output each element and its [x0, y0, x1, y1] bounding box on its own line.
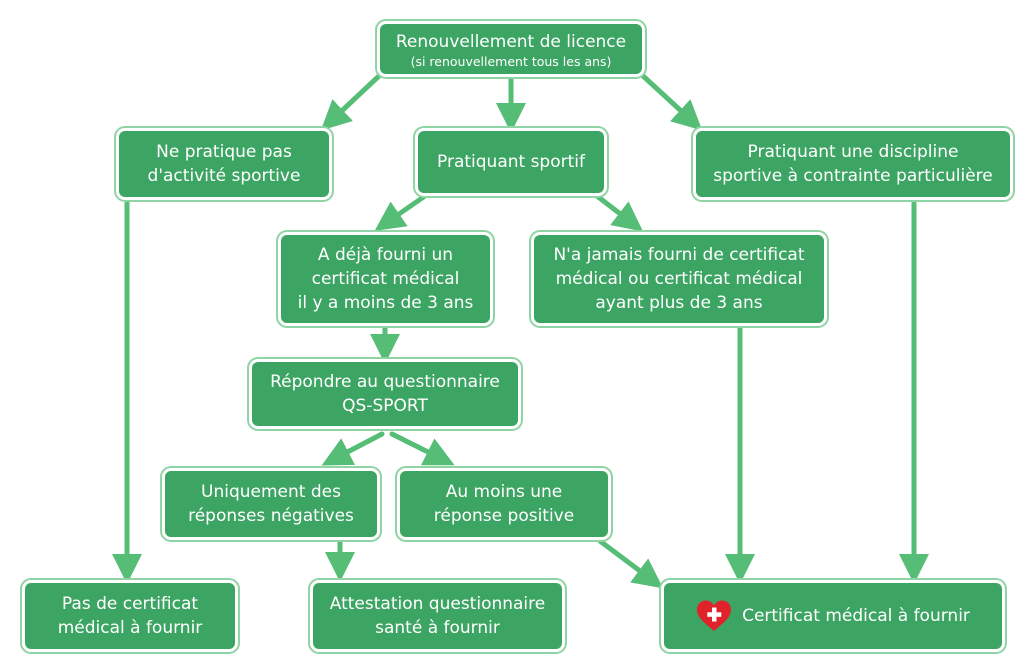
- node-reponses-negatives: Uniquement des réponses négatives: [165, 471, 377, 537]
- certificat-label: Certificat médical à fournir: [742, 606, 970, 626]
- jamais-fourni-line2: médical ou certificat médical: [555, 269, 803, 289]
- deja-fourni-line1: A déjà fourni un: [317, 245, 454, 265]
- arrow-questionnaire-to-reponse-positive: [389, 431, 455, 466]
- attestation-line2: santé à fournir: [375, 618, 500, 638]
- node-jamais-fourni-certificat: N'a jamais fourni de certificat médical …: [534, 235, 824, 323]
- discipline-contrainte-line2: sportive à contrainte particulière: [713, 166, 993, 186]
- node-questionnaire-qs-sport: Répondre au questionnaire QS-SPORT: [252, 362, 518, 426]
- renouvellement-title: Renouvellement de licence: [395, 31, 627, 52]
- arrow-renouvellement-to-ne-pratique-pas: [320, 72, 383, 131]
- arrow-renouvellement-to-discipline-contrainte: [639, 72, 703, 131]
- node-ne-pratique-pas: Ne pratique pas d'activité sportive: [119, 131, 329, 197]
- reponse-positive-line1: Au moins une: [445, 482, 563, 502]
- node-discipline-contrainte: Pratiquant une discipline sportive à con…: [696, 131, 1010, 197]
- node-pas-de-certificat: Pas de certificat médical à fournir: [25, 583, 235, 649]
- attestation-line1: Attestation questionnaire: [329, 594, 546, 614]
- node-attestation-questionnaire: Attestation questionnaire santé à fourni…: [313, 583, 562, 649]
- ne-pratique-pas-line2: d'activité sportive: [147, 166, 301, 186]
- node-deja-fourni-certificat: A déjà fourni un certificat médical il y…: [281, 235, 490, 323]
- discipline-contrainte-line1: Pratiquant une discipline: [747, 142, 959, 162]
- ne-pratique-pas-line1: Ne pratique pas: [156, 142, 292, 162]
- renouvellement-subtitle: (si renouvellement tous les ans): [410, 53, 612, 69]
- node-reponse-positive: Au moins une réponse positive: [400, 471, 608, 537]
- reponses-negatives-line1: Uniquement des: [201, 482, 341, 502]
- medical-heart-icon: [696, 599, 732, 633]
- reponses-negatives-line2: réponses négatives: [188, 506, 354, 526]
- pas-de-certificat-line2: médical à fournir: [57, 618, 203, 638]
- arrow-pratiquant-to-jamais-fourni: [594, 193, 644, 232]
- questionnaire-line2: QS-SPORT: [342, 396, 428, 416]
- pratiquant-sportif-label: Pratiquant sportif: [437, 152, 585, 172]
- node-pratiquant-sportif: Pratiquant sportif: [418, 131, 604, 193]
- arrow-pratiquant-to-deja-fourni: [374, 193, 428, 231]
- deja-fourni-line3: il y a moins de 3 ans: [297, 293, 474, 313]
- questionnaire-line1: Répondre au questionnaire: [270, 372, 500, 392]
- reponse-positive-line2: réponse positive: [433, 506, 575, 526]
- deja-fourni-line2: certificat médical: [311, 269, 460, 289]
- arrow-reponse-positive-to-certificat: [597, 538, 664, 589]
- jamais-fourni-line1: N'a jamais fourni de certificat: [553, 245, 805, 265]
- arrow-questionnaire-to-reponses-negatives: [321, 431, 385, 466]
- node-renouvellement-licence: Renouvellement de licence (si renouvelle…: [380, 24, 642, 74]
- jamais-fourni-line3: ayant plus de 3 ans: [595, 293, 763, 313]
- node-certificat-medical: Certificat médical à fournir: [664, 583, 1002, 649]
- pas-de-certificat-line1: Pas de certificat: [61, 594, 199, 614]
